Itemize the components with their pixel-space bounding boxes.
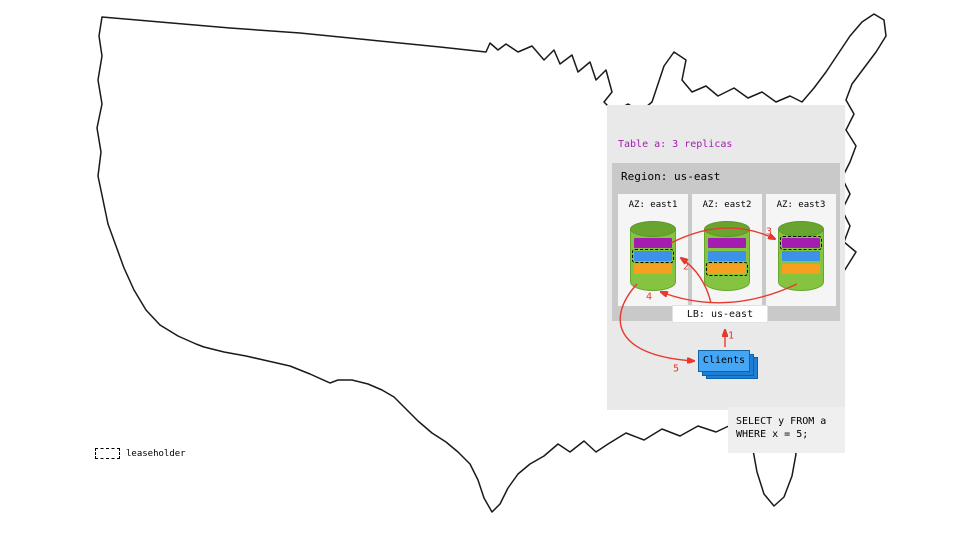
az-east2-label: AZ: east2 <box>702 200 752 210</box>
clients-box: Clients <box>698 350 750 372</box>
db-node-east2 <box>704 221 750 291</box>
replica-index-a <box>631 248 675 264</box>
cylinder-top <box>630 221 676 237</box>
replica-index-a <box>708 251 746 261</box>
replica-table-b <box>705 261 749 277</box>
replica-table-a <box>708 238 746 248</box>
region-title: Region: us-east <box>621 170 721 183</box>
az-row: AZ: east1 AZ: east2 <box>618 194 836 306</box>
replica-index-a <box>782 251 820 261</box>
az-east2: AZ: east2 <box>692 194 762 306</box>
az-east3: AZ: east3 <box>766 194 836 306</box>
query-box: SELECT y FROM a WHERE x = 5; <box>728 407 845 453</box>
leaseholder-swatch-icon <box>95 448 120 459</box>
az-east3-label: AZ: east3 <box>776 200 826 210</box>
query-line1: SELECT y FROM a <box>736 416 827 427</box>
replica-table-b <box>782 264 820 274</box>
replica-table-a <box>779 235 823 251</box>
cylinder-top <box>704 221 750 237</box>
clients: Clients <box>698 350 762 381</box>
leaseholder-legend: leaseholder <box>95 448 186 459</box>
load-balancer: LB: us-east <box>672 305 768 323</box>
az-east1-label: AZ: east1 <box>628 200 678 210</box>
flow-step-2: 2 <box>682 261 690 273</box>
flow-step-5: 5 <box>672 363 680 375</box>
replica-table-b <box>634 264 672 274</box>
overlay-panel: Table a: 3 replicas Index a: 3 replicas … <box>607 105 845 410</box>
leaseholder-label: leaseholder <box>126 448 186 459</box>
db-node-east1 <box>630 221 676 291</box>
legend-table-a: Table a: 3 replicas <box>618 139 733 150</box>
db-node-east3 <box>778 221 824 291</box>
cylinder-top <box>778 221 824 237</box>
clients-label: Clients <box>702 355 746 366</box>
az-east1: AZ: east1 <box>618 194 688 306</box>
flow-step-3: 3 <box>765 226 773 238</box>
replica-table-a <box>634 238 672 248</box>
flow-step-4: 4 <box>645 291 653 303</box>
load-balancer-label: LB: us-east <box>686 309 754 320</box>
query-line2: WHERE x = 5; <box>736 429 809 440</box>
flow-step-1: 1 <box>727 330 735 342</box>
